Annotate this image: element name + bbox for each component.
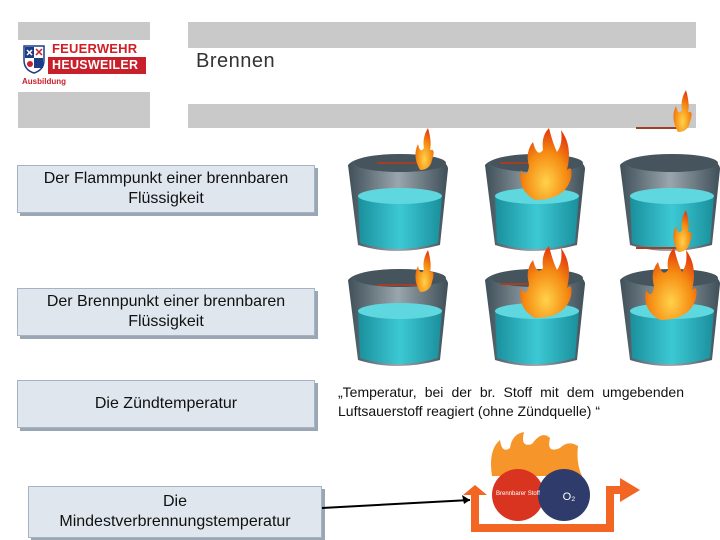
fuel-circle: [492, 469, 544, 521]
combustion-diagram: Brennbarer Stoff O₂: [321, 432, 640, 532]
label-zuendtemperatur-text: Die Zündtemperatur: [94, 395, 238, 412]
logo-line-heusweiler: HEUSWEILER: [52, 58, 139, 72]
label-mindest-line2: Mindestverbrennungstemperatur: [59, 513, 291, 530]
logo-red-band: [48, 57, 146, 74]
header-bar-top: [188, 22, 696, 48]
zuendtemperatur-definition: „Temperatur, bei der br. Stoff mit dem u…: [338, 384, 684, 419]
logo-line-feuerwehr: FEUERWEHR: [52, 41, 138, 56]
connector-arrow: [321, 499, 471, 509]
label-flammpunkt-text: Der Flammpunkt einer brennbaren Flüssigk…: [43, 170, 289, 207]
beaker-flammpunkt-3: [620, 154, 720, 251]
oxygen-label: O₂: [563, 491, 576, 503]
fuel-label: Brennbarer Stoff: [496, 491, 540, 497]
oxygen-circle: [538, 469, 590, 521]
label-brennpunkt[interactable]: Der Brennpunkt einer brennbaren Flüssigk…: [17, 288, 315, 336]
label-brennpunkt-text: Der Brennpunkt einer brennbaren Flüssigk…: [46, 293, 286, 330]
flame-small-2: [673, 90, 692, 132]
slide-title: Brennen: [196, 50, 276, 72]
crest-icon: [23, 45, 45, 74]
header-bar-bottom: [188, 104, 696, 128]
label-mindest-line1: Die: [162, 493, 187, 510]
beaker-flammpunkt-1: [348, 154, 448, 251]
label-flammpunkt[interactable]: Der Flammpunkt einer brennbaren Flüssigk…: [17, 165, 315, 213]
beaker-brennpunkt-1: [348, 269, 448, 366]
cycle-loop: [471, 486, 625, 532]
label-zuendtemperatur[interactable]: Die Zündtemperatur: [17, 380, 315, 428]
cycle-arrow-icon: [620, 478, 640, 502]
logo-line-ausbildung: Ausbildung: [22, 77, 66, 86]
